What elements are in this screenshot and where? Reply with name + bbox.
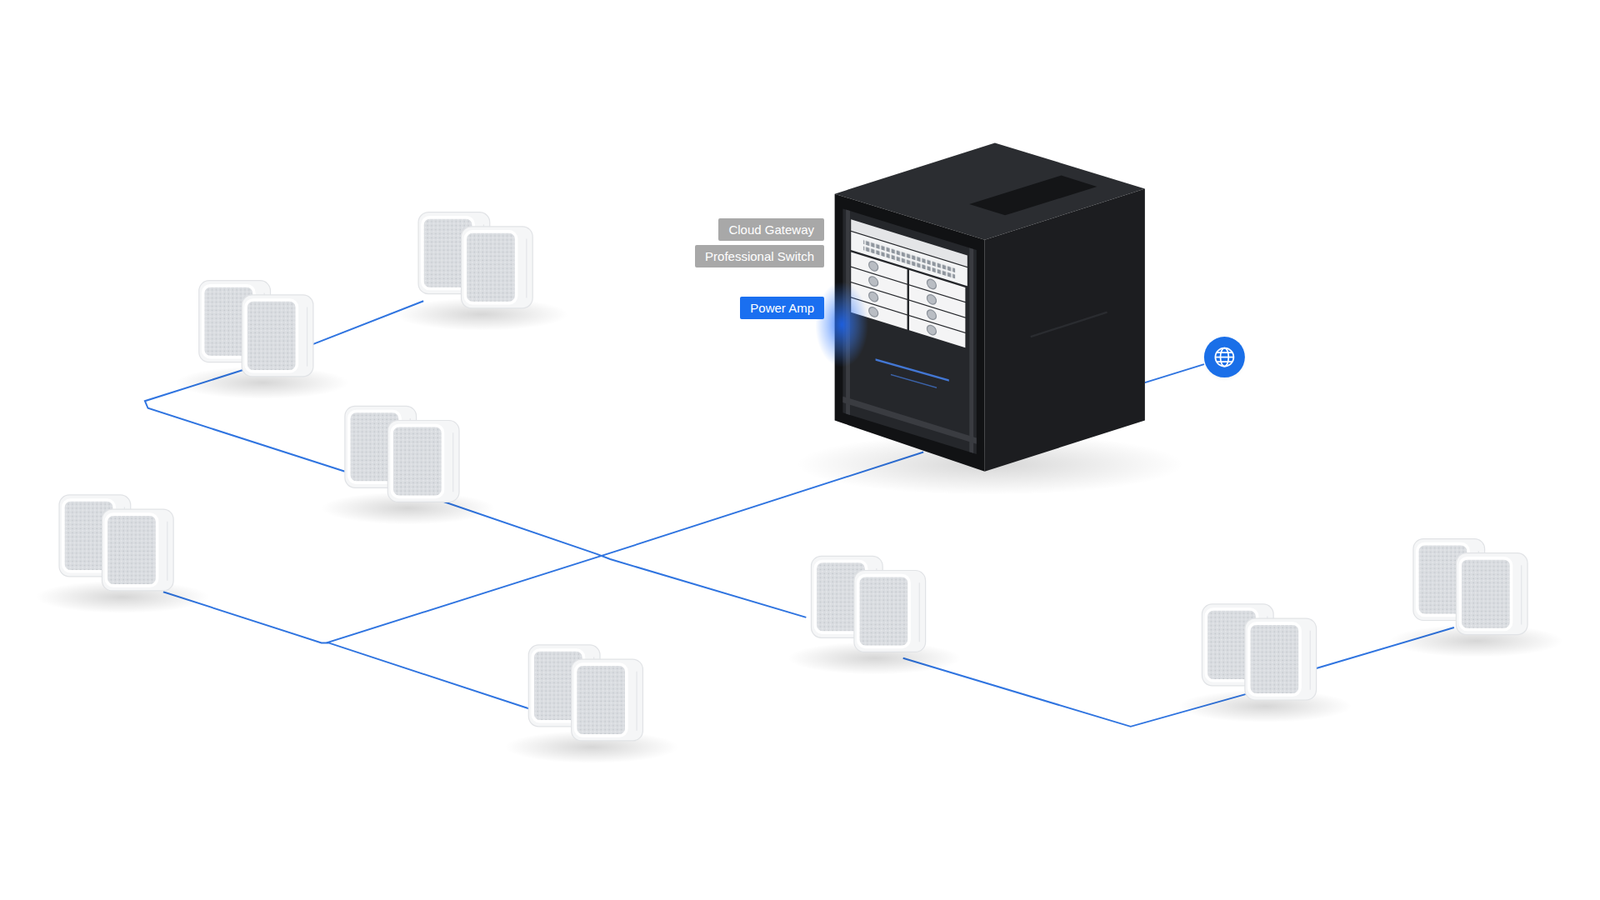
cable-network bbox=[145, 300, 1455, 727]
globe-outline bbox=[1215, 348, 1234, 367]
speaker-pair bbox=[505, 645, 679, 764]
cable bbox=[1145, 364, 1205, 383]
amp-unit bbox=[909, 315, 965, 348]
speaker-pair bbox=[35, 495, 210, 614]
speaker-pair bbox=[395, 212, 569, 331]
rack-side bbox=[985, 189, 1145, 472]
tag-label: Professional Switch bbox=[695, 245, 825, 268]
cable bbox=[163, 591, 531, 710]
internet-globe bbox=[1201, 336, 1247, 382]
globe-parallel bbox=[1216, 351, 1232, 354]
tag-text: Cloud Gateway bbox=[728, 222, 815, 237]
glow-reflection bbox=[890, 373, 937, 389]
cable bbox=[903, 658, 1248, 727]
globe-badge bbox=[1204, 336, 1245, 378]
globe-parallel bbox=[1216, 360, 1232, 363]
amp-knob bbox=[926, 293, 936, 305]
amp-knob bbox=[926, 324, 936, 336]
tag-text: Power Amp bbox=[750, 300, 815, 315]
speaker-pair bbox=[1178, 604, 1352, 723]
power-amp-glow bbox=[815, 281, 869, 368]
speaker-pair bbox=[175, 280, 350, 400]
rack-cabinet bbox=[795, 142, 1184, 495]
cable bbox=[439, 500, 807, 618]
speaker-pair bbox=[787, 555, 961, 675]
amp-knob bbox=[869, 260, 879, 272]
speaker-pair bbox=[1390, 539, 1564, 658]
speaker-pair bbox=[321, 405, 495, 525]
rack-bottom-rail bbox=[842, 396, 976, 445]
tag-text: Professional Switch bbox=[705, 249, 815, 264]
amp-knob bbox=[926, 278, 936, 290]
amp-knob bbox=[869, 275, 879, 287]
globe-shadow bbox=[1201, 336, 1247, 382]
amp-knob bbox=[926, 308, 936, 320]
globe-icon bbox=[1215, 348, 1234, 367]
glow-reflection bbox=[875, 357, 950, 383]
tag-label: Cloud Gateway bbox=[718, 218, 825, 241]
globe-equator bbox=[1215, 356, 1234, 359]
power-amp-units bbox=[850, 251, 965, 348]
rack-side-panel bbox=[1030, 312, 1108, 337]
rack-vent bbox=[969, 175, 1097, 216]
amp-knob bbox=[869, 305, 879, 318]
rack-rail bbox=[969, 247, 974, 453]
amp-knob bbox=[869, 290, 879, 303]
tag-label: Power Amp bbox=[740, 296, 825, 320]
